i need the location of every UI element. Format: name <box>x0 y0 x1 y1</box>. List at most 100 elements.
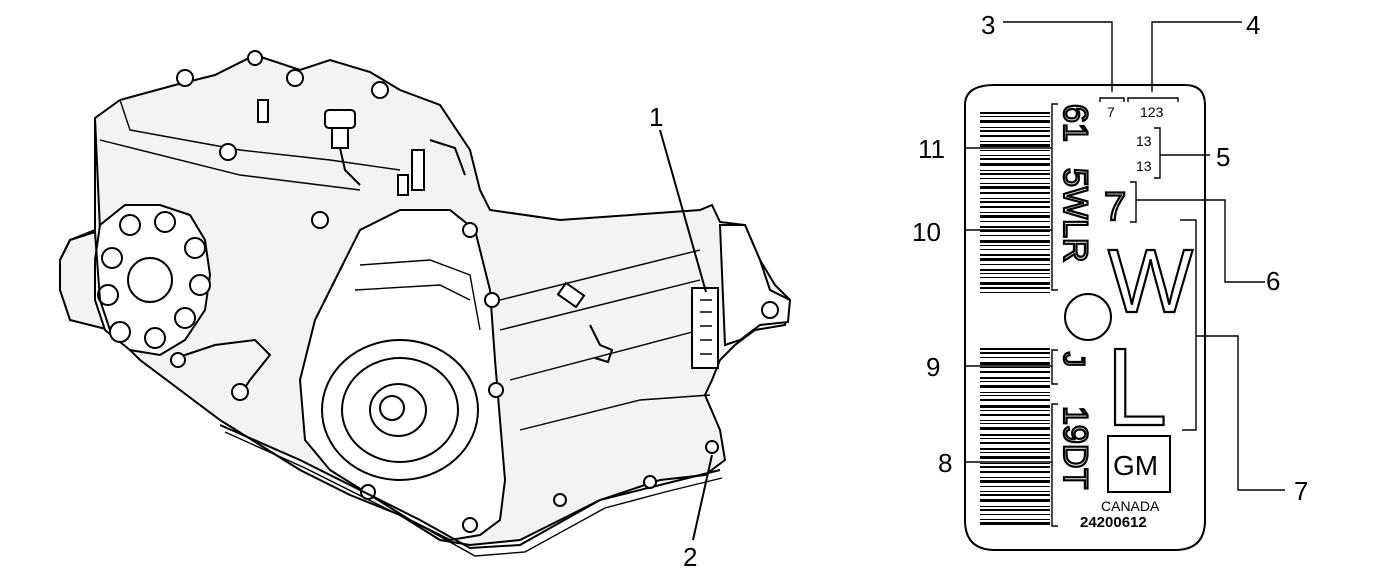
callout-6: 6 <box>1266 266 1280 296</box>
barcode-stripe <box>980 150 1050 151</box>
barcode-stripe <box>980 371 1050 373</box>
barcode-stripe <box>980 120 1050 123</box>
barcode-stripe <box>980 155 1050 156</box>
barcode-stripe <box>980 427 1050 430</box>
barcode-stripe <box>980 466 1050 468</box>
barcode-stripe <box>980 258 1050 261</box>
callout-9: 9 <box>926 352 940 382</box>
barcode-stripe <box>980 471 1050 473</box>
barcode-stripe <box>980 509 1050 511</box>
label-leaders <box>965 21 1285 491</box>
punch-hole <box>1064 293 1112 341</box>
barcode-stripe <box>980 282 1050 285</box>
barcode-stripe <box>980 506 1050 507</box>
revision-box: 7 <box>1104 185 1126 229</box>
id-label-card: 7 123 13 13 61 5WLR J 19DT 7 W L GM CANA… <box>964 84 1206 551</box>
barcode-stripe <box>980 486 1050 487</box>
barcode-stripe <box>980 198 1050 199</box>
callout-10: 10 <box>912 217 941 247</box>
barcode-stripe <box>980 420 1050 421</box>
barcode-stripe <box>980 249 1050 250</box>
barcode-stripe <box>980 127 1050 128</box>
barcode-stripe <box>980 423 1050 424</box>
barcode-stripe <box>980 410 1050 411</box>
barcode-stripe <box>980 264 1050 265</box>
barcode-stripe <box>980 367 1050 368</box>
barcode-stripe <box>980 163 1050 166</box>
barcode-stripe <box>980 178 1050 179</box>
barcode-stripe <box>980 362 1050 365</box>
barcode-stripe <box>980 144 1050 147</box>
barcode-stripe <box>980 442 1050 444</box>
barcode-stripe <box>980 235 1050 236</box>
barcode-stripe <box>980 277 1050 278</box>
barcode-stripe <box>980 269 1050 271</box>
gm-logo: GM <box>1113 450 1158 481</box>
barcode-stripe <box>980 215 1050 218</box>
barcode-stripe <box>980 385 1050 388</box>
barcode-stripe <box>980 392 1050 393</box>
barcode-stripe <box>980 130 1050 132</box>
barcode-stripe <box>980 254 1050 256</box>
barcode-stripe <box>980 480 1050 483</box>
barcode-stripe <box>980 399 1050 401</box>
field-line-a: 13 <box>1136 133 1152 149</box>
part-number: 24200612 <box>1080 514 1147 531</box>
barcode-stripe <box>980 456 1050 459</box>
dipstick-cap <box>324 109 361 186</box>
barcode-stripe <box>980 226 1050 228</box>
field-line-b: 13 <box>1136 158 1152 174</box>
barcode-stripe <box>980 491 1050 492</box>
barcode-stripe <box>980 201 1050 203</box>
transmission-assembly-drawing <box>59 50 792 557</box>
big-letter-w: W <box>1108 232 1193 332</box>
sequence-code: 19DT <box>1056 406 1094 489</box>
model-code-top: 61 <box>1056 104 1094 142</box>
barcode-stripe <box>980 245 1050 246</box>
country-text: CANADA <box>1101 498 1160 514</box>
barcode-stripe <box>980 212 1050 213</box>
barcode-stripe <box>980 352 1050 354</box>
barcode-stripe <box>980 112 1050 114</box>
barcode-stripe <box>980 357 1050 358</box>
barcode-stripe <box>980 186 1050 189</box>
callout-5: 5 <box>1216 142 1230 172</box>
callout-4: 4 <box>1246 10 1260 40</box>
julian-date-field: 123 <box>1140 104 1164 120</box>
barcode-stripe <box>980 348 1050 350</box>
barcode-stripe <box>980 452 1050 453</box>
barcode-stripe <box>980 287 1050 289</box>
barcode-stripe <box>980 221 1050 222</box>
barcode-stripe <box>980 395 1050 396</box>
barcode <box>980 112 1050 525</box>
barcode-stripe <box>980 206 1050 208</box>
barcode-stripe <box>980 230 1050 232</box>
barcode-stripe <box>980 522 1050 525</box>
barcode-stripe <box>980 414 1050 416</box>
barcode-stripe <box>980 477 1050 478</box>
barcode-stripe <box>980 240 1050 243</box>
barcode-stripe <box>980 448 1050 450</box>
barcode-stripe <box>980 494 1050 496</box>
barcode-stripe <box>980 519 1050 520</box>
barcode-stripe <box>980 514 1050 515</box>
barcode-stripe <box>980 173 1050 175</box>
barcode-stripe <box>980 141 1050 142</box>
barcode-stripe <box>980 499 1050 502</box>
barcode-stripe <box>980 183 1050 184</box>
plant-code: J <box>1057 352 1090 367</box>
barcode-stripe <box>980 192 1050 194</box>
barcode-stripe <box>980 273 1050 274</box>
barcode-stripe <box>980 158 1050 160</box>
barcode-stripe <box>980 116 1050 117</box>
transmission-leaders <box>659 129 713 541</box>
gm-logo-box <box>1107 435 1171 493</box>
barcode-stripe <box>980 170 1050 171</box>
barcode-stripe <box>980 434 1050 436</box>
big-letter-l: L <box>1106 326 1167 449</box>
model-code-series: 5WLR <box>1056 168 1094 262</box>
callout-3: 3 <box>981 10 995 40</box>
callout-7: 7 <box>1294 476 1308 506</box>
barcode-stripe <box>980 463 1050 464</box>
